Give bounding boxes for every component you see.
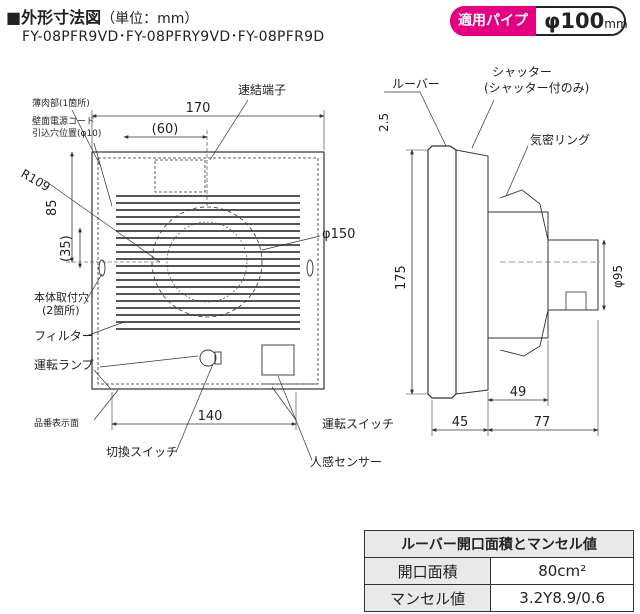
side-shutter-bottom [499, 309, 549, 357]
label-selector: 切換スイッチ [106, 445, 178, 459]
spec-value: 80cm² [490, 557, 634, 585]
title-unit: （単位：mm） [101, 11, 199, 27]
title-text: ■外形寸法図 [6, 8, 102, 27]
dim-depth-c: 77 [534, 415, 551, 430]
mount-hole-right [306, 259, 314, 277]
radius-leader [43, 179, 161, 263]
label-ring: 気密リング [530, 132, 590, 147]
side-body [455, 149, 489, 395]
louver-grille [116, 195, 300, 330]
label-thin: 薄肉部(1箇所) [32, 97, 90, 109]
label-filter: フィルター [34, 329, 94, 343]
pipe-size: φ100mm [544, 8, 628, 37]
dim-width: 170 [186, 101, 211, 116]
table-row: マンセル値 3.2Y8.9/0.6 [363, 584, 634, 612]
dim-side-height: 175 [394, 265, 409, 290]
label-switch: 運転スイッチ [322, 417, 394, 431]
pipe-size-value: φ100 [544, 9, 605, 33]
spec-key: マンセル値 [363, 584, 492, 612]
sensor-window [261, 344, 295, 376]
front-inner-outline [97, 157, 319, 385]
side-louver [427, 145, 457, 399]
fan-circle [166, 221, 248, 303]
diameter-leader [261, 235, 321, 251]
table-row: 開口面積 80cm² [363, 557, 634, 585]
dim-bottom: 140 [198, 409, 223, 424]
dim-diameter: φ150 [322, 227, 355, 242]
side-shutter-top [499, 189, 549, 241]
spec-value: 3.2Y8.9/0.6 [490, 584, 634, 612]
label-nameplate: 品番表示面 [34, 417, 79, 429]
spec-key: 開口面積 [363, 557, 492, 585]
dim-height: 85 [45, 199, 60, 216]
pipe-size-unit: mm [604, 17, 628, 31]
lamp-circle [199, 349, 217, 367]
connector-area [154, 159, 206, 193]
dim-half: (35) [59, 235, 74, 262]
mount-hole-left [98, 259, 106, 277]
side-duct-adapter [487, 211, 549, 339]
label-sensor: 人感センサー [310, 454, 382, 469]
model-numbers: FY-08PFR9VD･FY-08PFRY9VD･FY-08PFR9D [22, 29, 325, 45]
dim-radius: R109 [19, 166, 53, 194]
label-louver: ルーバー [392, 77, 440, 91]
label-mount: 本体取付穴(2箇所) [34, 290, 89, 317]
label-cord: 壁面電源コード引込穴位置(φ10) [32, 115, 101, 139]
label-shutter: シャッター(シャッター付のみ) [484, 65, 589, 95]
duct-circle [151, 206, 263, 318]
spec-table: ルーバー開口面積とマンセル値 開口面積 80cm² マンセル値 3.2Y8.9/… [363, 530, 634, 612]
pipe-badge: 適用パイプ φ100mm [450, 6, 628, 37]
front-view [43, 99, 325, 461]
label-connector: 速結端子 [238, 83, 286, 97]
side-view [384, 91, 606, 436]
front-outline [91, 151, 325, 390]
spec-title: ルーバー開口面積とマンセル値 [364, 530, 634, 558]
dim-depth-a: 49 [510, 385, 527, 400]
dim-pipe-dia: φ95 [611, 265, 625, 288]
selector-switch-shape [214, 351, 222, 365]
dim-offset: (60) [152, 122, 179, 137]
label-lamp: 運転ランプ [34, 358, 94, 372]
diagram-title: ■外形寸法図（単位：mm） [6, 4, 198, 28]
side-pipe-end [547, 239, 599, 311]
dim-louver-gap: 2.5 [377, 113, 391, 132]
pipe-label: 適用パイプ [450, 6, 536, 36]
side-bracket [565, 291, 587, 311]
dim-depth-b: 45 [452, 415, 469, 430]
